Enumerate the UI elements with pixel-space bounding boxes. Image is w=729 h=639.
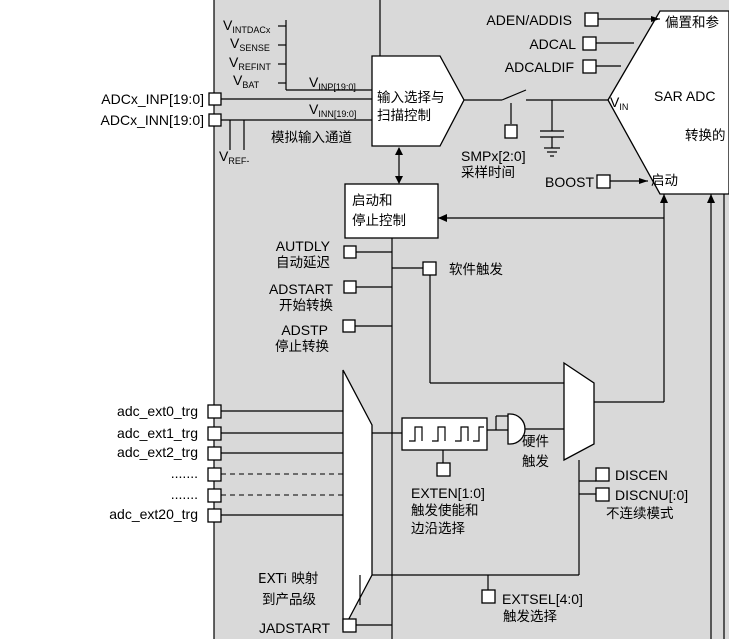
extsel-box [481,589,496,604]
boost-label: BOOST [545,174,594,190]
trigger-n-pin [207,467,222,482]
aden-addis-label: ADEN/ADDIS [486,12,572,28]
adstart-box [343,280,357,294]
adcx-inp-pin [208,92,222,106]
software-trigger-box [422,261,437,276]
vref-minus-label: VREF- [219,148,249,166]
hw-trigger-label-2: 触发 [522,454,550,470]
trigger-1-label: adc_ext1_trg [117,425,198,441]
trigger-2-label: adc_ext2_trg [117,444,198,460]
adcal-label: ADCAL [529,36,576,52]
analog-channel-label: 模拟输入通道 [271,130,352,146]
trigger-2-pin [207,446,222,461]
trigger-20-label: adc_ext20_trg [109,506,198,522]
vrefint-label: VREFINT [229,54,271,72]
autdly-box [343,245,357,259]
sample-switch [501,89,527,101]
vinp-label: VINP[19:0] [309,74,356,92]
adstart-label: ADSTART [269,281,333,297]
discnu-label: DISCNU[:0] [615,487,688,503]
analog-inputs: VINTDACx VSENSE VREFINT VBAT ADCx_INP[19… [101,0,608,181]
sar-bias-label: 偏置和参 [665,14,719,31]
extsel-label: EXTSEL[4:0] [502,591,583,607]
trigger-1-pin [207,426,222,441]
vinn-label: VINN[19:0] [309,101,356,119]
vsense-label: VSENSE [230,35,270,53]
adcx-inp-label: ADCx_INP[19:0] [101,91,204,107]
vin-label: VIN [610,94,628,112]
autdly-label: AUTDLY [276,238,331,254]
vintdacx-label: VINTDACx [223,17,271,35]
adcaldif-box [582,59,597,74]
exten-cn-line1: 触发使能和 [411,502,479,519]
trigger-20-pin [207,508,222,523]
sar-start-label: 启动 [651,173,678,189]
exten-box [436,462,451,477]
exten-cn-line2: 边沿选择 [411,521,465,537]
discnu-box [595,487,610,502]
sar-adc-title: SAR ADC [654,88,715,104]
mux-label-line2: 扫描控制 [377,108,431,124]
mux-label-line1: 输入选择与 [377,90,445,106]
start-stop-control-section: 启动和 停止控制 AUTDLY 自动延迟 ADSTART 开始转换 ADSTP … [269,147,664,639]
exti-label-line2: 到产品级 [262,592,316,608]
sar-convert-label: 转换的 [685,128,726,144]
exten-label: EXTEN[1:0] [411,485,485,501]
software-trigger-label: 软件触发 [449,262,503,278]
edge-waveform-icon [409,426,484,442]
extsel-cn-label: 触发选择 [503,609,557,625]
adcal-box [582,36,597,51]
control-box-line1: 启动和 [352,193,393,209]
smpx-register-box [504,124,518,139]
external-trigger-section: adc_ext0_trg adc_ext1_trg adc_ext2_trg .… [109,218,688,636]
discen-box [595,467,610,482]
autdly-cn-label: 自动延迟 [276,255,330,271]
trigger-m-pin [207,488,222,503]
aden-addis-box [584,12,599,27]
adcx-inn-label: ADCx_INN[19:0] [101,112,204,128]
control-box-line2: 停止控制 [352,212,406,229]
trigger-dots-2: ....... [171,486,198,502]
boost-box [596,174,611,189]
adstp-box [342,319,356,333]
trigger-output-mux [563,361,595,462]
adcaldif-label: ADCALDIF [505,59,574,75]
jadstart-box [342,618,357,633]
vbat-label: VBAT [233,72,260,90]
exti-label-line1: EXTi 映射 [258,571,318,587]
discen-label: DISCEN [615,467,668,483]
discontinuous-mode-label: 不连续模式 [606,506,674,522]
hw-trigger-label-1: 硬件 [522,434,549,450]
smpx-cn-label: 采样时间 [461,165,515,181]
input-select-scan-mux [371,55,465,147]
smpx-label: SMPx[2:0] [461,148,526,164]
sar-adc-block [607,10,729,195]
trigger-0-pin [207,404,222,419]
adstart-cn-label: 开始转换 [279,298,333,314]
adstp-label: ADSTP [281,322,328,338]
and-gate [507,413,526,445]
sar-adc-section: VIN SAR ADC 偏置和参 转换的 启动 ADEN/ADDIS ADCAL… [486,10,729,639]
trigger-0-label: adc_ext0_trg [117,403,198,419]
adstp-cn-label: 停止转换 [275,338,329,355]
adcx-inn-pin [208,113,222,127]
trigger-dots-1: ....... [171,465,198,481]
jadstart-label: JADSTART [259,620,330,636]
